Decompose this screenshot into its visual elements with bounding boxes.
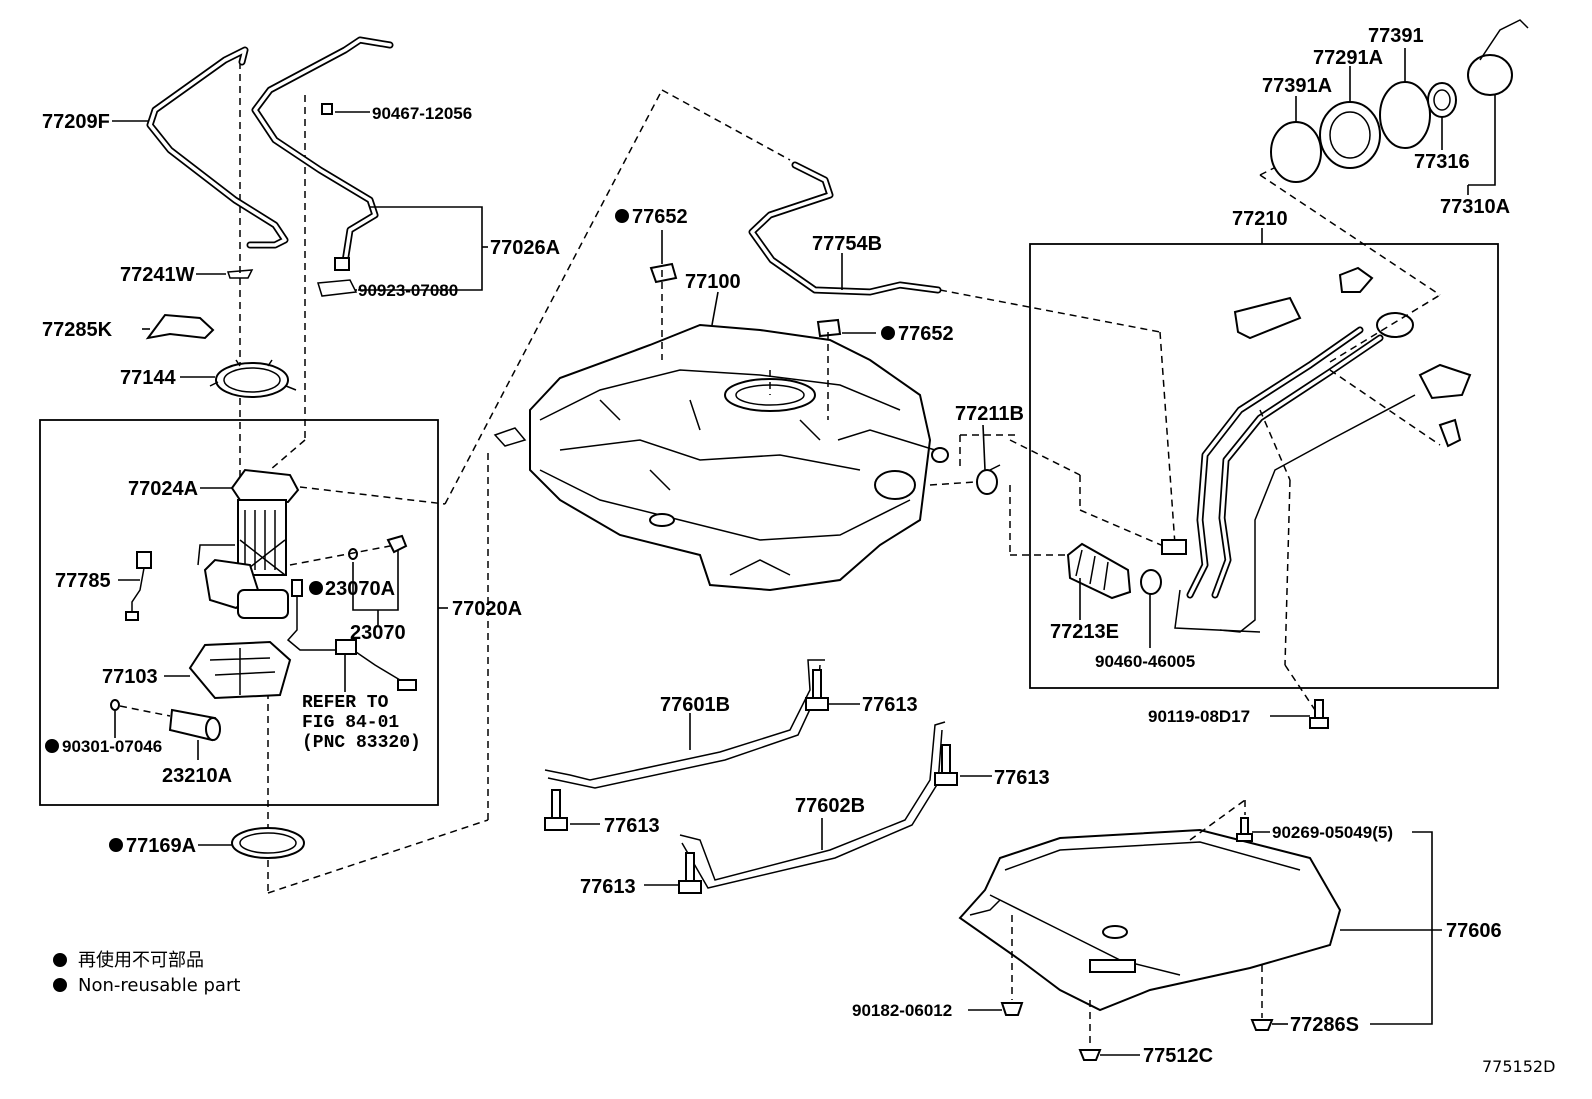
label-77291a: 77291A xyxy=(1313,47,1383,69)
label-77652-right: 77652 xyxy=(898,323,954,345)
label-77602b: 77602B xyxy=(795,795,865,817)
label-77285k: 77285K xyxy=(42,319,113,341)
fuel-tube-77209f xyxy=(146,46,289,249)
refer-note: REFER TO FIG 84-01 (PNC 83320) xyxy=(302,655,421,753)
figure-id: 775152D xyxy=(1482,1057,1555,1076)
label-23070a: 23070A xyxy=(325,578,395,600)
label-77316: 77316 xyxy=(1414,151,1470,173)
label-90182-06012: 90182-06012 xyxy=(852,1001,952,1020)
legend-english: Non-reusable part xyxy=(78,975,240,996)
label-77024a: 77024A xyxy=(128,478,198,500)
fuel-pump-module-77024a xyxy=(197,468,300,619)
bolt-90119 xyxy=(1309,699,1329,729)
label-77754b: 77754B xyxy=(812,233,882,255)
label-77210: 77210 xyxy=(1232,208,1288,230)
bolts-77613 xyxy=(544,669,958,894)
legend: 再使用不可部品 Non-reusable part xyxy=(78,950,240,996)
label-77785: 77785 xyxy=(55,570,111,592)
cover-77285k xyxy=(145,313,215,340)
filler-pipe-77210 xyxy=(1161,266,1472,633)
label-77391a: 77391A xyxy=(1262,75,1332,97)
pump-assembly-box xyxy=(39,419,439,806)
label-77613-c: 77613 xyxy=(994,767,1050,789)
label-77613-a: 77613 xyxy=(862,694,918,716)
label-77613-d: 77613 xyxy=(580,876,636,898)
label-77391: 77391 xyxy=(1368,25,1424,47)
fuel-tube-77026a xyxy=(251,36,394,266)
refer-line-1: REFER TO xyxy=(302,693,389,713)
label-77601b: 77601B xyxy=(660,694,730,716)
label-77310a: 77310A xyxy=(1440,196,1510,218)
label-77606: 77606 xyxy=(1446,920,1502,942)
fuel-tank-77100 xyxy=(493,323,949,592)
label-77144: 77144 xyxy=(120,367,176,389)
refer-line-3: (PNC 83320) xyxy=(302,733,421,753)
label-90467-12056: 90467-12056 xyxy=(372,104,472,123)
bracket-77103 xyxy=(188,640,292,700)
label-90460-46005: 90460-46005 xyxy=(1095,652,1195,671)
label-77613-b: 77613 xyxy=(604,815,660,837)
label-77103: 77103 xyxy=(102,666,158,688)
label-77512c: 77512C xyxy=(1143,1045,1213,1067)
under-cover-77606 xyxy=(958,828,1342,1012)
non-reusable-markers xyxy=(45,209,895,992)
label-90923-07080: 90923-07080 xyxy=(358,281,458,300)
retainer-ring-77144 xyxy=(209,359,297,398)
label-77026a: 77026A xyxy=(490,237,560,259)
filter-23070 xyxy=(289,534,408,566)
pad-77652 xyxy=(649,262,842,338)
label-77286s: 77286S xyxy=(1290,1014,1359,1036)
label-77169a: 77169A xyxy=(126,835,196,857)
clip-parts xyxy=(226,103,358,297)
label-77211b: 77211B xyxy=(955,403,1024,425)
label-77241w: 77241W xyxy=(120,264,195,286)
wire-harness xyxy=(286,579,417,691)
label-77652-top: 77652 xyxy=(632,206,688,228)
sender-77785 xyxy=(125,551,152,621)
band-77601b xyxy=(544,659,825,789)
legend-japanese: 再使用不可部品 xyxy=(78,950,204,971)
label-23070: 23070 xyxy=(350,622,406,644)
vent-tube-77754b xyxy=(748,161,942,296)
label-77020a: 77020A xyxy=(452,598,522,620)
label-77209f: 77209F xyxy=(42,111,110,133)
label-90269-05049: 90269-05049(5) xyxy=(1272,823,1393,842)
label-77213e: 77213E xyxy=(1050,621,1119,643)
cover-screws xyxy=(1000,817,1274,1061)
filler-pipe-box xyxy=(1029,243,1499,689)
part-labels: 77209F 90467-12056 77026A 77241W 90923-0… xyxy=(42,25,1510,1067)
hose-77213e xyxy=(1066,542,1162,600)
label-90119-08d17: 90119-08D17 xyxy=(1148,707,1250,726)
refer-line-2: FIG 84-01 xyxy=(302,713,399,733)
fuel-pump-23210a xyxy=(110,699,221,742)
label-90301-07046: 90301-07046 xyxy=(62,737,162,756)
leader-lines xyxy=(112,48,1496,1056)
gasket-77169a xyxy=(231,827,305,859)
clamp-77211b xyxy=(976,464,1001,495)
label-77100: 77100 xyxy=(685,271,741,293)
label-23210a: 23210A xyxy=(162,765,232,787)
